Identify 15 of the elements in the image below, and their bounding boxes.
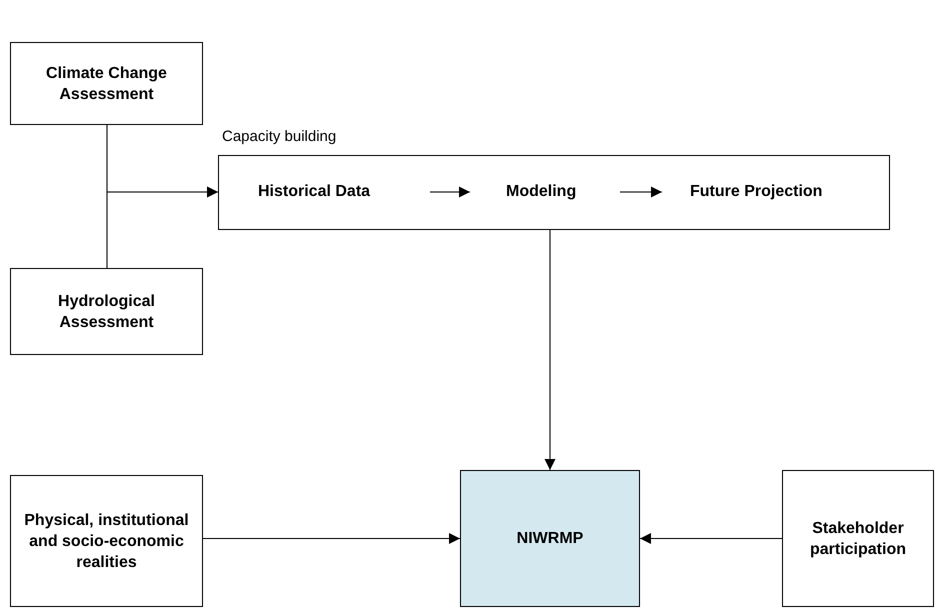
process-box: Hydrological Assessment (10, 268, 203, 355)
process-box: NIWRMP (460, 470, 640, 607)
group-heading: Capacity building (222, 128, 336, 145)
step-label: Historical Data (258, 183, 370, 201)
process-box: Stakeholder participation (782, 470, 934, 607)
arrow (430, 186, 470, 198)
process-box: Climate Change Assessment (10, 42, 203, 125)
arrow (202, 533, 460, 544)
process-box: Physical, institutional and socio-economic realities (10, 475, 203, 607)
arrow (106, 186, 218, 268)
step-label: Future Projection (690, 183, 822, 201)
arrow (640, 533, 782, 544)
arrow (620, 186, 662, 198)
arrow (544, 230, 556, 470)
step-label: Modeling (506, 183, 576, 201)
